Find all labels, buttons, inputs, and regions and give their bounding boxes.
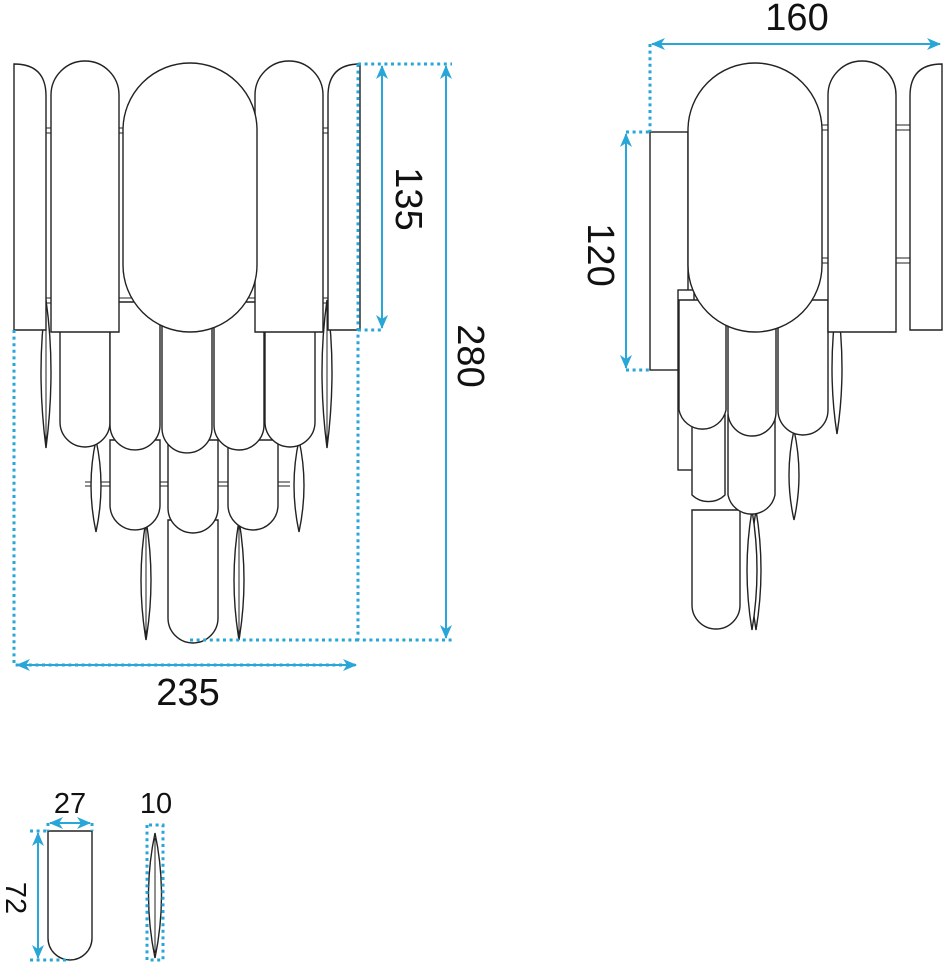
front-view-dimensions (12, 62, 452, 671)
front-height-label: 280 (449, 324, 491, 387)
side-view-dimensions (620, 38, 941, 372)
dimension-labels: 235 280 135 160 120 27 72 10 (0, 0, 829, 914)
front-panel-height-label: 135 (387, 167, 429, 230)
side-lower-tiers (678, 299, 829, 630)
side-depth-label: 160 (765, 0, 828, 39)
front-top-panels (13, 60, 361, 333)
flat-petal-height-label: 72 (0, 882, 31, 914)
side-top-panels (687, 60, 943, 333)
front-width-label: 235 (156, 672, 219, 714)
flat-petal-detail (30, 817, 94, 962)
front-tier-3 (109, 439, 279, 534)
front-view-lamp (13, 60, 361, 644)
front-tier-2 (59, 301, 316, 454)
front-blade-petals (40, 299, 333, 641)
flat-petal-width-label: 27 (54, 788, 86, 820)
side-view-lamp (649, 60, 943, 631)
blade-petal-detail (145, 823, 165, 962)
side-blade-petals (746, 299, 843, 631)
side-mount-height-label: 120 (579, 223, 621, 286)
front-tier-4 (167, 519, 219, 644)
blade-petal-width-label: 10 (140, 788, 172, 820)
